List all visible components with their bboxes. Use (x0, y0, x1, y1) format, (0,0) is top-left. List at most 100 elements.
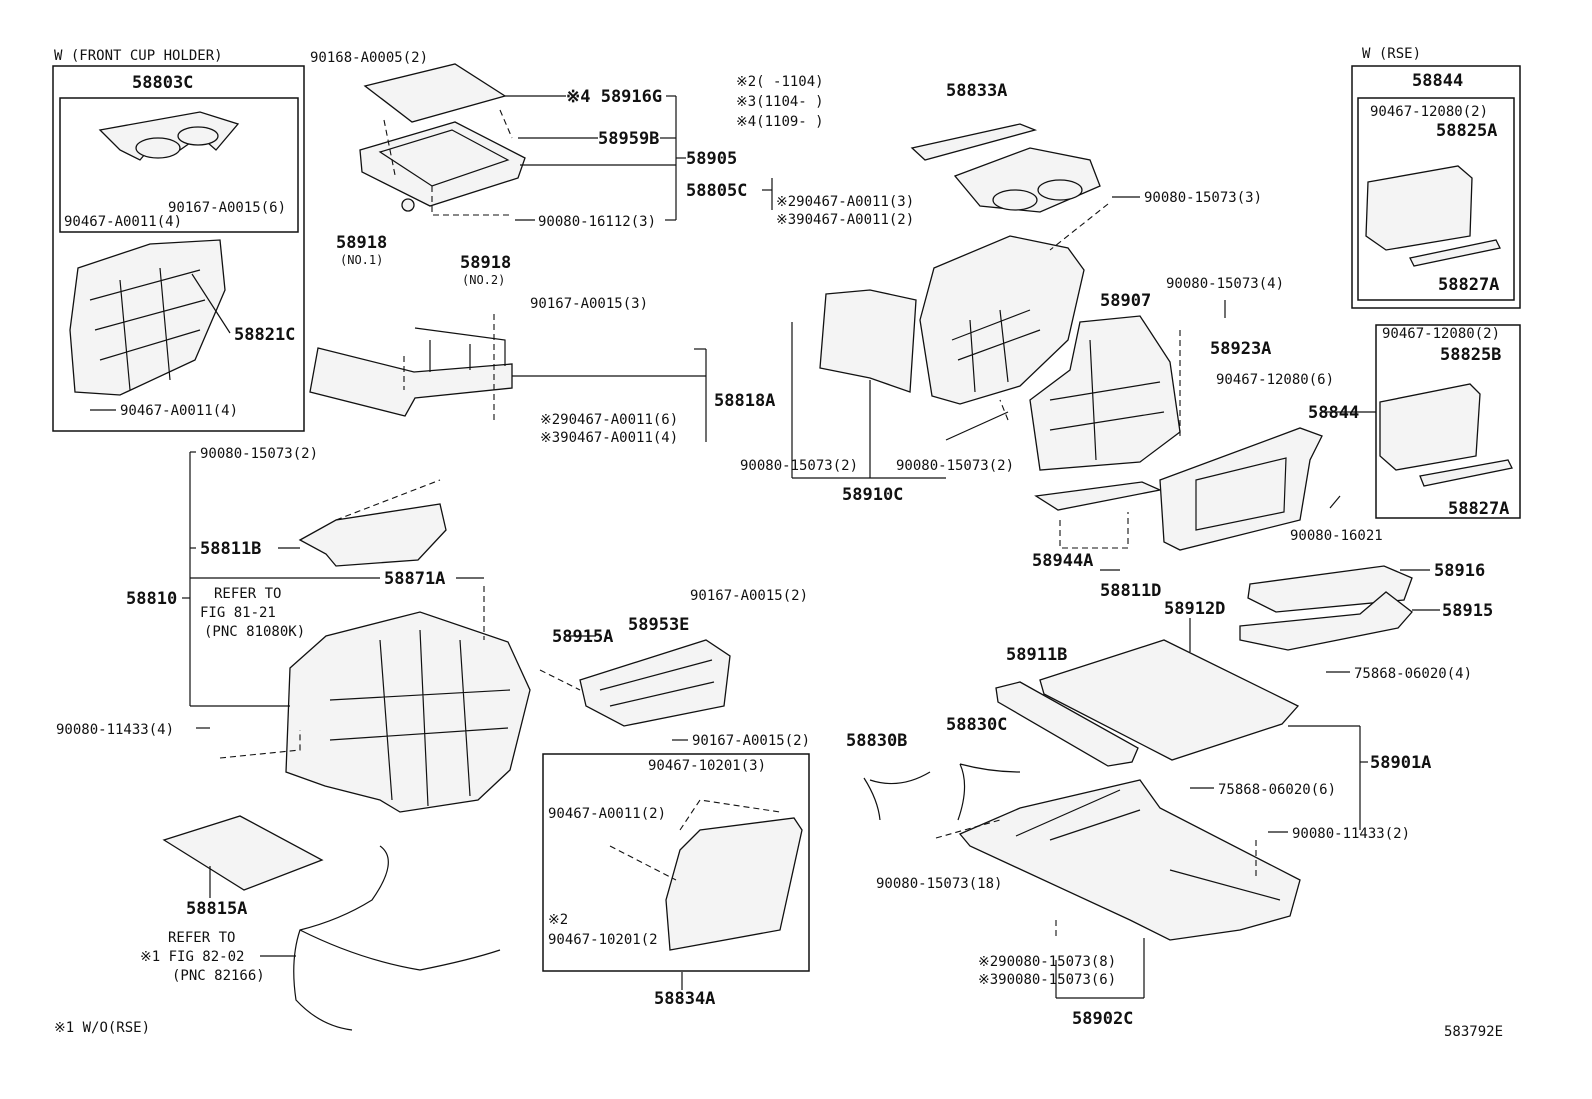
part-58818A (309, 327, 513, 417)
label-75868-06020-6: 75868-06020(6) (1218, 782, 1336, 798)
label-90167-A0015-2-b: 90167-A0015(2) (692, 733, 810, 749)
label-90080-15073-2-b: 90080-15073(2) (896, 458, 1014, 474)
label-58827A-b: 58827A (1448, 499, 1509, 519)
section-rse: W (RSE) (1362, 46, 1421, 62)
label-58825B: 58825B (1440, 345, 1501, 365)
part-58830C (957, 763, 1021, 821)
part-58805C (953, 147, 1101, 213)
label-refer-2: REFER TO (168, 930, 235, 946)
part-58803C (98, 111, 240, 161)
label-58918-no2-sub: (NO.2) (462, 273, 505, 287)
label-58833A: 58833A (946, 81, 1007, 101)
label-58918-no1-sub: (NO.1) (340, 253, 383, 267)
label-58953E: 58953E (628, 615, 689, 635)
label-58803C: 58803C (132, 73, 193, 93)
label-90167-A0015-2-a: 90167-A0015(2) (690, 588, 808, 604)
part-58915 (1239, 591, 1413, 651)
label-58834A: 58834A (654, 989, 715, 1009)
part-58834A (665, 817, 803, 951)
label-58959B: 58959B (598, 129, 659, 149)
label-58944A: 58944A (1032, 551, 1093, 571)
label-90167-A0015-3: 90167-A0015(3) (530, 296, 648, 312)
part-58916 (1247, 565, 1413, 613)
label-58810: 58810 (126, 589, 177, 609)
rse-frame (1351, 65, 1521, 309)
label-90467-A0011-4-a: 90467-A0011(4) (64, 214, 182, 230)
part-58907 (1029, 315, 1181, 471)
label-58901A: 58901A (1370, 753, 1431, 773)
58844-subframe-b (1375, 324, 1521, 519)
label-refer-2-fig: ※1 FIG 82-02 (140, 949, 244, 965)
part-wire-harness (293, 845, 501, 1031)
front-cup-holder-frame (52, 65, 305, 432)
label-58805C-note3: ※390467-A0011(2) (776, 212, 914, 228)
label-58923A: 58923A (1210, 339, 1271, 359)
leader-lines (90, 95, 1440, 999)
label-90467-A0011-2: 90467-A0011(2) (548, 806, 666, 822)
label-90080-15073-3: 90080-15073(3) (1144, 190, 1262, 206)
label-58915: 58915 (1442, 601, 1493, 621)
label-58916G: ※4 58916G (566, 87, 662, 107)
label-58918-no2: 58918 (460, 253, 511, 273)
part-58923A (1159, 427, 1323, 551)
section-front-cup-holder: W (FRONT CUP HOLDER) (54, 48, 223, 64)
label-58805C-note2: ※290467-A0011(3) (776, 194, 914, 210)
figure-code: 583792E (1444, 1024, 1503, 1040)
part-58901A (1039, 639, 1300, 761)
label-refer-2-pnc: (PNC 82166) (172, 968, 265, 984)
label-58818A: 58818A (714, 391, 775, 411)
part-58825B (1379, 383, 1481, 471)
note-2: ※2( -1104) (736, 74, 824, 90)
part-58953E (579, 639, 731, 727)
note-1: ※1 W/O(RSE) (54, 1020, 150, 1036)
58803C-subframe (59, 97, 299, 233)
label-90467-A0011-4-b: 90467-A0011(4) (120, 403, 238, 419)
label-58811B: 58811B (200, 539, 261, 559)
label-58916: 58916 (1434, 561, 1485, 581)
part-58825A (1365, 165, 1473, 251)
58834A-frame (542, 753, 810, 972)
label-58818A-note3: ※390467-A0011(4) (540, 430, 678, 446)
note-4: ※4(1109- ) (736, 114, 824, 130)
part-58830B (863, 771, 931, 821)
part-58905 (359, 121, 526, 212)
label-58818A-note2: ※290467-A0011(6) (540, 412, 678, 428)
label-90167-A0015-6: 90167-A0015(6) (168, 200, 286, 216)
label-90467-10201-2: 90467-10201(2 (548, 932, 658, 948)
part-58810 (285, 611, 531, 813)
label-58918-no1: 58918 (336, 233, 387, 253)
part-58911B (995, 681, 1139, 767)
label-90080-11433-4: 90080-11433(4) (56, 722, 174, 738)
label-90080-15073-2-c: 90080-15073(2) (200, 446, 318, 462)
label-90168-A0005-2: 90168-A0005(2) (310, 50, 428, 66)
label-90467-12080-2-a: 90467-12080(2) (1370, 104, 1488, 120)
label-58825A: 58825A (1436, 121, 1497, 141)
label-90467-12080-2-b: 90467-12080(2) (1382, 326, 1500, 342)
58844-subframe-a (1357, 97, 1515, 301)
part-58902C (958, 779, 1301, 941)
label-58902C-note3: ※390080-15073(6) (978, 972, 1116, 988)
label-58815A: 58815A (186, 899, 247, 919)
label-90080-15073-18: 90080-15073(18) (876, 876, 1002, 892)
label-90080-15073-4: 90080-15073(4) (1166, 276, 1284, 292)
dashed-guides (219, 109, 1257, 940)
part-58815A (162, 815, 324, 891)
label-90080-16021: 90080-16021 (1290, 528, 1383, 544)
label-58827A-a: 58827A (1438, 275, 1499, 295)
label-90467-12080-6: 90467-12080(6) (1216, 372, 1334, 388)
label-90080-15073-2-a: 90080-15073(2) (740, 458, 858, 474)
label-58907: 58907 (1100, 291, 1151, 311)
part-58833A (910, 123, 1038, 161)
label-90467-10201-3: 90467-10201(3) (648, 758, 766, 774)
note-3: ※3(1104- ) (736, 94, 824, 110)
label-refer-1-fig: FIG 81-21 (200, 605, 276, 621)
part-58827A-b (1419, 459, 1513, 487)
label-58821C: 58821C (234, 325, 295, 345)
label-58905: 58905 (686, 149, 737, 169)
label-58830C: 58830C (946, 715, 1007, 735)
label-58912D: 58912D (1164, 599, 1225, 619)
label-90467-10201-2-note: ※2 (548, 912, 568, 928)
part-58916G (363, 63, 507, 123)
